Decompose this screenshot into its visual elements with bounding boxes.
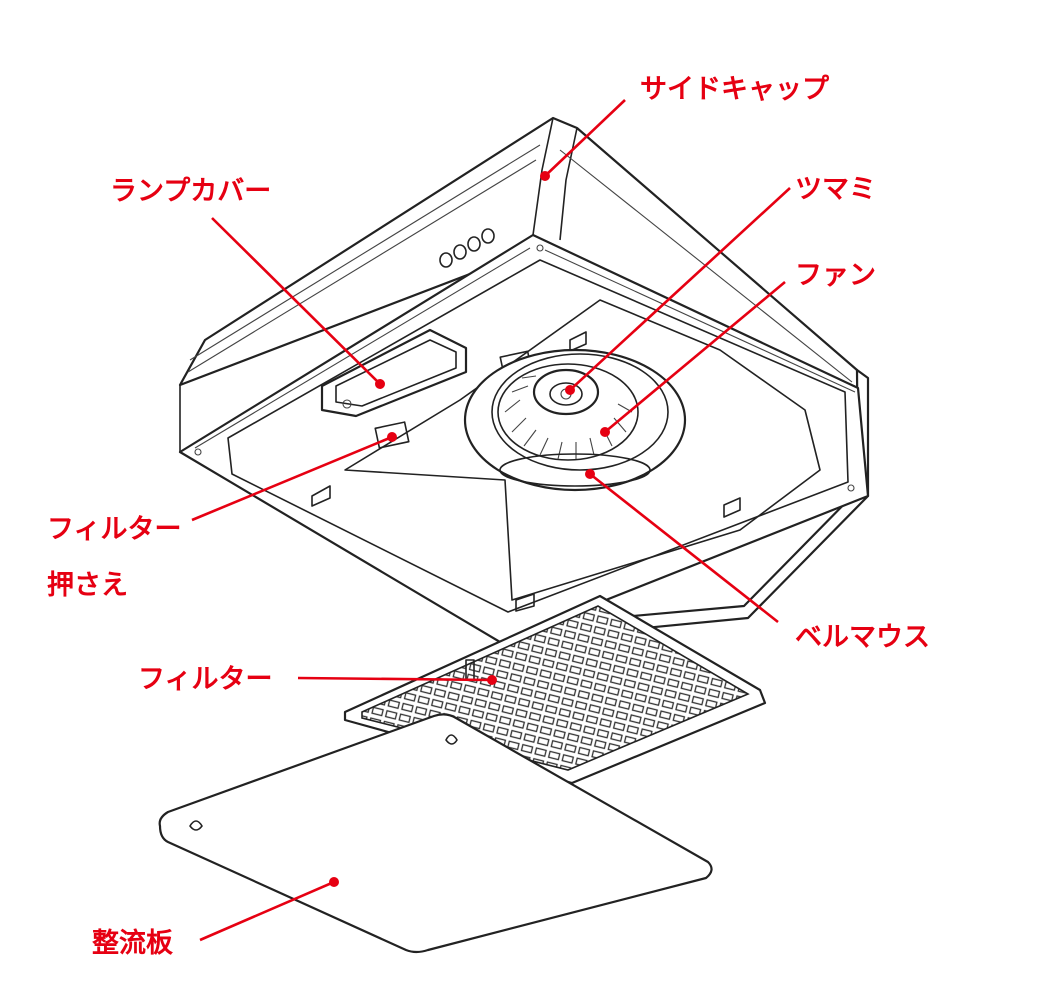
leader-dot-bell-mouth	[585, 469, 595, 479]
leader-knob	[569, 187, 791, 391]
leader-bell-mouth	[589, 472, 779, 624]
leader-lamp-cover	[211, 217, 381, 385]
lamp-cover	[320, 328, 468, 418]
leader-side-cap	[544, 99, 626, 177]
label-fan: ファン	[795, 260, 876, 291]
leader-rectifier-plate	[199, 880, 335, 942]
label-side-cap: サイドキャップ	[640, 74, 830, 105]
leader-dot-fan	[600, 427, 610, 437]
label-filter-holder-line2: 押さえ	[47, 570, 128, 601]
label-rectifier-plate: 整流板	[92, 928, 173, 959]
part-labels: サイドキャップ ランプカバー ツマミ ファン フィルター 押さえ ベルマウス フ…	[47, 74, 930, 959]
leader-dot-lamp-cover	[375, 379, 385, 389]
label-bell-mouth: ベルマウス	[795, 622, 930, 653]
leader-filter	[297, 676, 493, 682]
control-knobs	[439, 228, 495, 268]
leader-dot-knob	[565, 385, 575, 395]
leader-fan	[604, 281, 786, 433]
label-filter: フィルター	[138, 664, 272, 695]
leader-dot-filter	[487, 675, 497, 685]
leader-dot-side-cap	[540, 171, 550, 181]
label-lamp-cover: ランプカバー	[110, 176, 271, 207]
leader-filter-holder	[191, 435, 393, 522]
label-filter-holder-line1: フィルター	[47, 514, 181, 545]
fan-assembly	[463, 348, 687, 492]
leader-dot-filter-holder	[387, 432, 397, 442]
label-knob: ツマミ	[795, 174, 876, 205]
leader-dot-rectifier-plate	[329, 877, 339, 887]
rectifier-plate	[158, 713, 713, 954]
leader-lines	[191, 99, 791, 942]
